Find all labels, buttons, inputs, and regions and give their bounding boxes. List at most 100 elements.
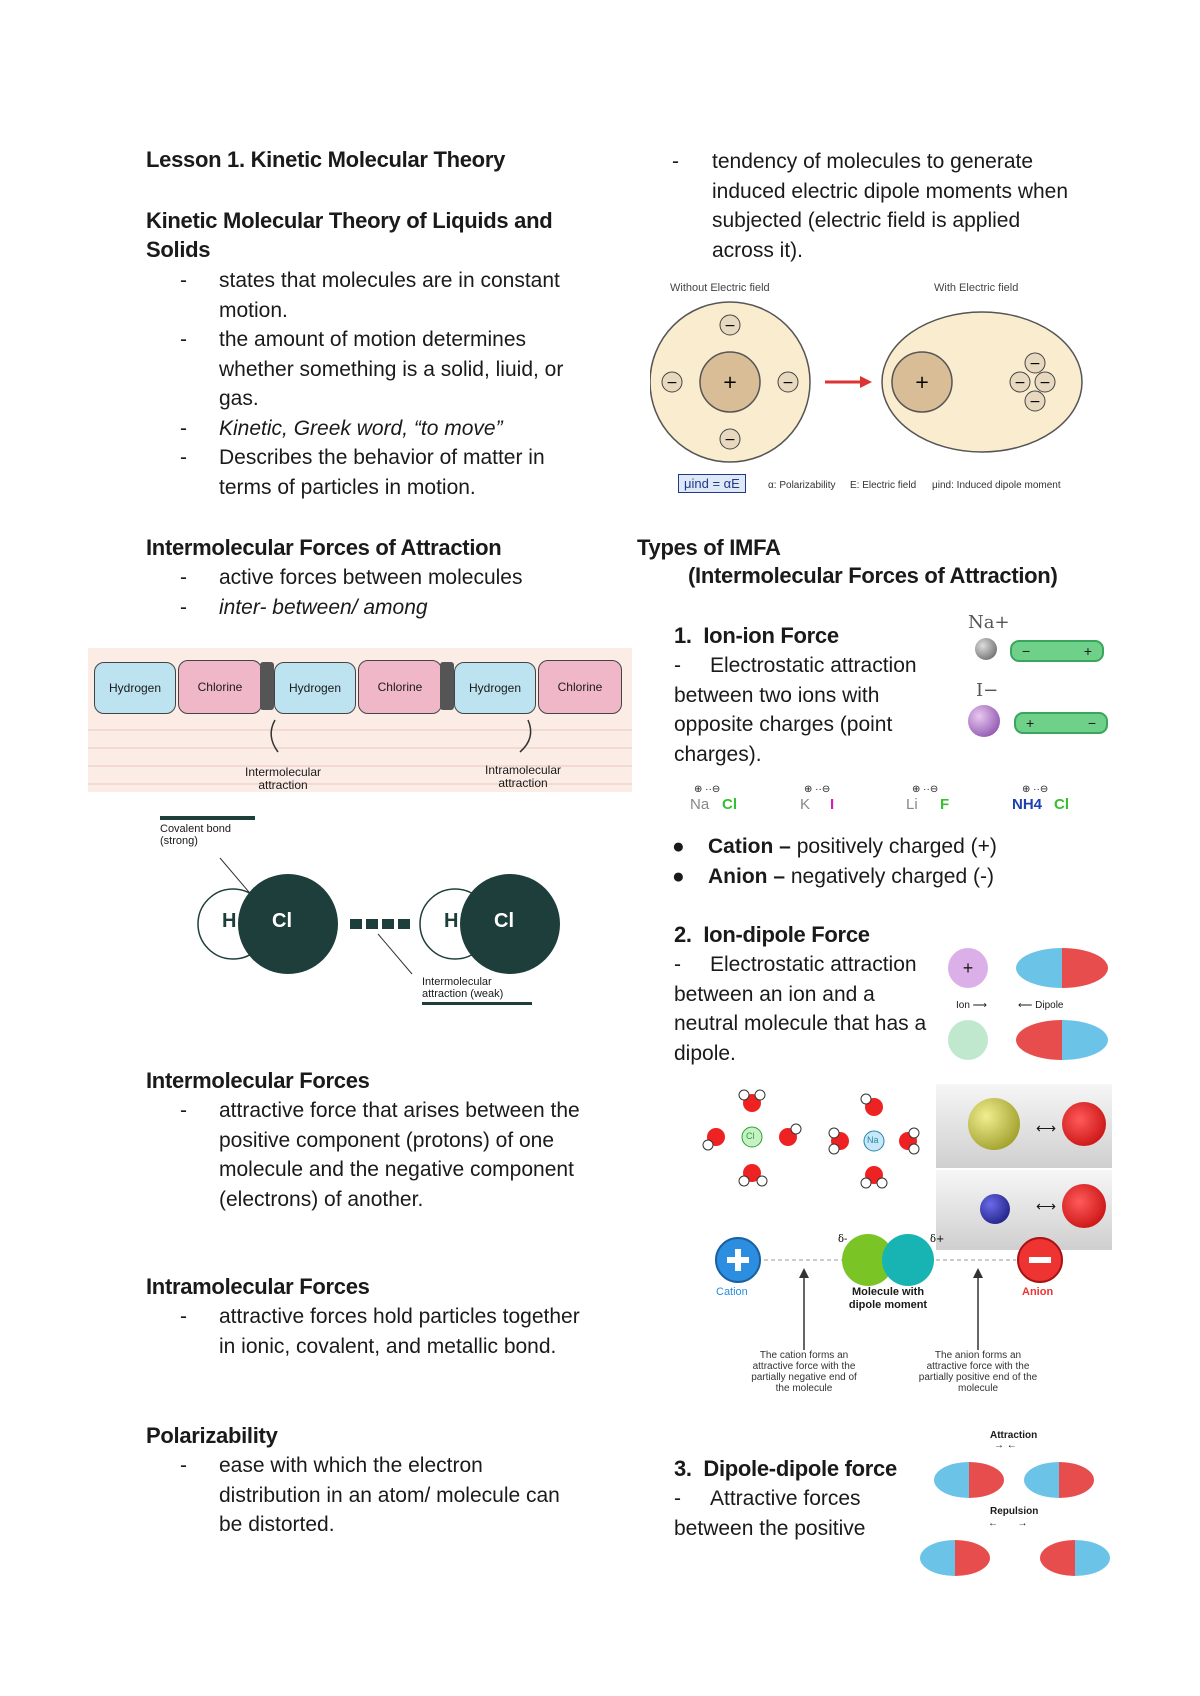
covalent-bond-label: Covalent bond (strong) bbox=[160, 816, 255, 847]
salts-row: ⊕ ··⊖ Na Cl ⊕ ··⊖ K I ⊕ ··⊖ Li F ⊕ ··⊖ N… bbox=[686, 780, 1106, 820]
salt-nh4: NH4 bbox=[1012, 796, 1043, 813]
small-ion bbox=[980, 1194, 1010, 1224]
attraction-arrows: → ← bbox=[994, 1440, 1017, 1451]
ion-dipole-heading: 2. Ion-dipole Force bbox=[674, 922, 870, 947]
water-molecule bbox=[1062, 1102, 1106, 1146]
salt-k: K bbox=[800, 796, 811, 813]
intermolecular-label: Intermolecular attraction bbox=[244, 765, 322, 792]
repulsion-label: Repulsion bbox=[990, 1506, 1039, 1517]
cation-label: Cation bbox=[716, 1286, 748, 1298]
salt-li: Li bbox=[906, 796, 918, 813]
ion-dipole-text: -Electrostatic attraction between an ion… bbox=[674, 953, 927, 1065]
chlorine-cell: Chlorine bbox=[538, 660, 622, 714]
solvation-svg bbox=[702, 1089, 920, 1189]
na-label: Na+ bbox=[968, 612, 1010, 633]
attraction-label: Attraction bbox=[990, 1430, 1038, 1441]
imfa-list: -active forces between molecules -inter-… bbox=[146, 563, 586, 622]
svg-text:δ-: δ- bbox=[838, 1234, 847, 1245]
svg-text:−: − bbox=[1039, 375, 1051, 391]
dipole-ellipse bbox=[934, 1462, 1004, 1498]
list-item: -ease with which the electron distributi… bbox=[180, 1454, 560, 1536]
list-item: -attractive force that arises between th… bbox=[180, 1099, 580, 1211]
svg-text:δ+: δ+ bbox=[930, 1234, 944, 1245]
intermolecular-forces-list: -attractive force that arises between th… bbox=[146, 1096, 586, 1214]
electric-field-diagram: Without Electric field With Electric fie… bbox=[650, 280, 1090, 500]
ion-label: Ion ⟶ bbox=[956, 1000, 988, 1011]
dipole-ellipse bbox=[1016, 1020, 1108, 1060]
intermolecular-forces-heading: Intermolecular Forces bbox=[146, 1068, 370, 1093]
ion-water-photo-bottom: ⟷ bbox=[936, 1170, 1112, 1250]
hydrogen-cell: Hydrogen bbox=[274, 662, 356, 714]
salt-na: Na bbox=[690, 796, 710, 813]
ion-ion-text: -Electrostatic attraction between two io… bbox=[674, 654, 917, 766]
ion-dipole-figure: + Ion ⟶ ⟵ Dipole bbox=[948, 940, 1118, 1065]
dipole-dipole-heading: 3. Dipole-dipole force bbox=[674, 1456, 897, 1481]
svg-text:−: − bbox=[1014, 375, 1026, 391]
with-field-label: With Electric field bbox=[934, 282, 1019, 294]
hydrogen-cell: Hydrogen bbox=[454, 662, 536, 714]
salt-f: F bbox=[940, 796, 950, 813]
cl-atom-label: Cl bbox=[272, 910, 292, 932]
svg-text:−: − bbox=[1029, 356, 1041, 372]
hcl-bond-svg bbox=[197, 857, 560, 975]
na-ion-label: Na bbox=[867, 1135, 879, 1145]
salt-i: I bbox=[830, 796, 835, 813]
svg-text:−: − bbox=[724, 432, 736, 448]
ion-dipole-diagram: δ- δ+ Cation Molecule with dipole moment… bbox=[700, 1232, 1080, 1402]
ion-water-photo-top: ⟷ bbox=[936, 1084, 1112, 1168]
list-item: -active forces between molecules bbox=[180, 566, 523, 589]
cl-ion-label: Cl bbox=[746, 1131, 755, 1141]
imfa-heading: Intermolecular Forces of Attraction bbox=[146, 535, 502, 560]
salt-cl: Cl bbox=[722, 796, 737, 813]
list-item: -Kinetic, Greek word, “to move” bbox=[180, 416, 503, 440]
field-diagram-svg: + − − − − + − − − − bbox=[650, 301, 1083, 463]
cl-atom-label: Cl bbox=[494, 910, 514, 932]
polarizability-heading: Polarizability bbox=[146, 1423, 278, 1448]
list-item: -inter- between/ among bbox=[180, 595, 428, 619]
water-molecule bbox=[1062, 1184, 1106, 1228]
lesson-title: Lesson 1. Kinetic Molecular Theory bbox=[146, 147, 506, 172]
large-ion bbox=[968, 1098, 1020, 1150]
hydrogen-cell: Hydrogen bbox=[94, 662, 176, 714]
intramolecular-forces-list: -attractive forces hold particles togeth… bbox=[146, 1302, 586, 1361]
bond-connector bbox=[260, 662, 274, 710]
charge-markers: ⊕ ··⊖ bbox=[1022, 784, 1049, 795]
svg-text:−: − bbox=[1029, 394, 1041, 410]
dipole-ellipse bbox=[1040, 1540, 1110, 1576]
kmt-heading: Kinetic Molecular Theory of Liquids and … bbox=[146, 208, 553, 262]
legend-polarizability: α: Polarizability bbox=[768, 480, 836, 491]
anion-item: ●Anion – negatively charged (-) bbox=[672, 865, 994, 888]
chlorine-cell: Chlorine bbox=[358, 660, 442, 714]
i-label: I− bbox=[976, 680, 999, 701]
without-field-label: Without Electric field bbox=[670, 282, 770, 294]
h-atom-label: H bbox=[444, 910, 459, 932]
list-item: -Describes the behavior of matter in ter… bbox=[180, 446, 545, 499]
cation-note: The cation forms an attractive force wit… bbox=[751, 1350, 857, 1394]
list-item: -attractive forces hold particles togeth… bbox=[180, 1305, 580, 1358]
anion-note: The anion forms an attractive force with… bbox=[918, 1350, 1038, 1394]
double-arrow: ⟷ bbox=[1036, 1120, 1057, 1136]
i-sphere bbox=[968, 705, 1000, 737]
cation-item: ●Cation – positively charged (+) bbox=[672, 835, 997, 858]
repulsion-arrows: ← → bbox=[988, 1518, 1028, 1529]
kmt-list: -states that molecules are in constant m… bbox=[146, 266, 586, 502]
anion-label: Anion bbox=[1022, 1286, 1054, 1298]
dipole-dipole-figure: Attraction → ← Repulsion ← → bbox=[920, 1428, 1120, 1588]
list-item: -the amount of motion determines whether… bbox=[180, 328, 564, 410]
double-arrow: ⟷ bbox=[1036, 1198, 1057, 1214]
hcl-bond-figure: Covalent bond (strong) H Cl H Cl Intermo… bbox=[150, 816, 590, 1016]
dipole-bar: −+ bbox=[1010, 640, 1104, 662]
h-atom-label: H bbox=[222, 910, 237, 932]
charge-markers: ⊕ ··⊖ bbox=[912, 784, 939, 795]
charge-markers: ⊕ ··⊖ bbox=[694, 784, 721, 795]
types-subheading: (Intermolecular Forces of Attraction) bbox=[688, 563, 1058, 588]
hcl-chain-lines bbox=[88, 719, 632, 785]
intermolecular-weak-label: Intermolecular attraction (weak) bbox=[422, 976, 532, 1005]
legend-dipole: μind: Induced dipole moment bbox=[932, 480, 1061, 491]
bond-connector bbox=[440, 662, 454, 710]
dipole-ellipse bbox=[920, 1540, 990, 1576]
svg-text:+: + bbox=[914, 372, 929, 393]
ion-ion-heading: 1. Ion-ion Force bbox=[674, 623, 839, 648]
hcl-chain-figure: Hydrogen Chlorine Hydrogen Chlorine Hydr… bbox=[88, 648, 632, 792]
dipole-bar: +− bbox=[1014, 712, 1108, 734]
